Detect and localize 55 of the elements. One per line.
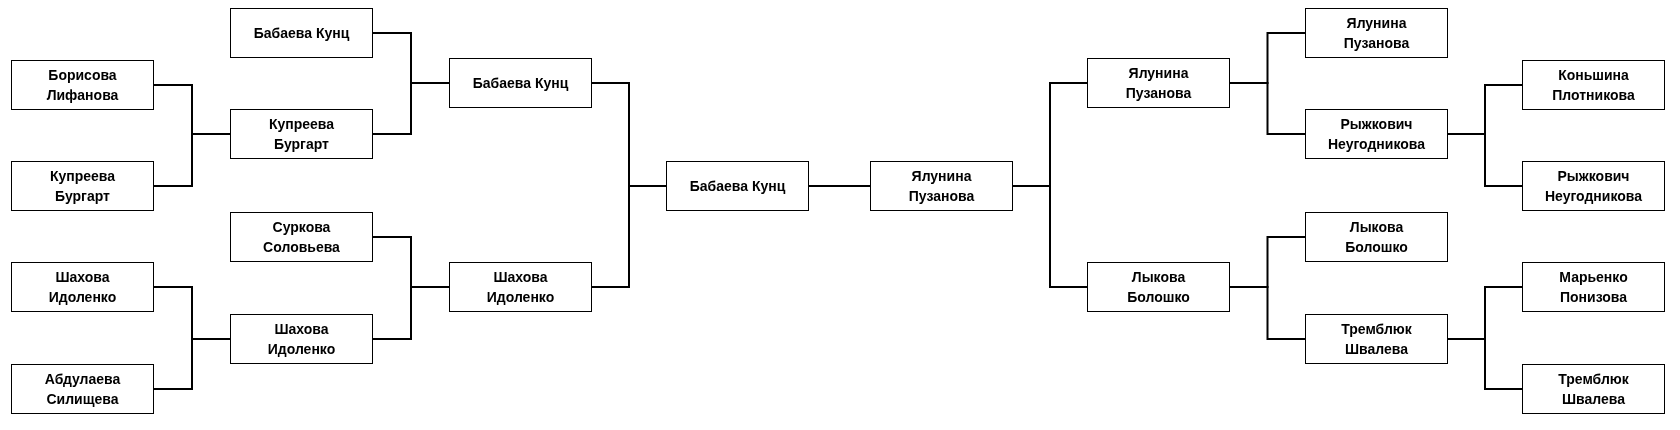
player-names: Абдулаева Силищева	[43, 369, 122, 409]
player-box	[1087, 262, 1230, 312]
player-names: Лыкова Болошко	[1344, 217, 1409, 257]
player-names: Марьенко Понизова	[1558, 267, 1629, 307]
player-box	[230, 109, 373, 159]
player-box	[1305, 109, 1448, 159]
bracket-line	[153, 338, 231, 390]
bracket-line	[591, 185, 667, 288]
player-names: Купреева Бургарт	[267, 114, 336, 154]
player-names: Ялунина Пузанова	[1124, 63, 1193, 103]
player-box	[449, 262, 592, 312]
player-names: Лыкова Болошко	[1126, 267, 1191, 307]
bracket-line	[153, 133, 231, 187]
player-names: Шахова Идоленко	[266, 319, 337, 359]
bracket-line	[1447, 338, 1523, 390]
player-box	[870, 161, 1013, 211]
player-box	[1522, 60, 1665, 110]
player-names: Рыжкович Неугодникова	[1326, 114, 1426, 154]
player-box	[230, 8, 373, 58]
player-names: Бабаева Кунц	[689, 176, 786, 196]
bracket-line	[372, 82, 450, 135]
player-names: Шахова Идоленко	[47, 267, 118, 307]
player-names: Ялунина Пузанова	[1342, 13, 1411, 53]
bracket-line	[372, 286, 450, 340]
player-names: Шахова Идоленко	[485, 267, 556, 307]
player-box	[1305, 212, 1448, 262]
player-box	[11, 161, 154, 211]
player-box	[1522, 364, 1665, 414]
bracket-line	[1229, 82, 1306, 135]
player-box	[11, 262, 154, 312]
player-box	[230, 314, 373, 364]
player-names: Борисова Лифанова	[45, 65, 120, 105]
bracket-line	[1012, 185, 1088, 288]
bracket-line	[808, 185, 871, 187]
player-box	[11, 364, 154, 414]
player-names: Бабаева Кунц	[253, 23, 350, 43]
player-names: Тремблюк Швалева	[1557, 369, 1630, 409]
player-names: Купреева Бургарт	[48, 166, 117, 206]
player-names: Суркова Соловьева	[262, 217, 341, 257]
player-box	[1522, 161, 1665, 211]
player-names: Бабаева Кунц	[472, 73, 569, 93]
player-names: Тремблюк Швалева	[1340, 319, 1413, 359]
bracket-line	[1229, 286, 1306, 340]
player-box	[449, 58, 592, 108]
player-box	[1305, 8, 1448, 58]
player-box	[666, 161, 809, 211]
player-names: Коньшина Плотникова	[1551, 65, 1636, 105]
player-box	[1305, 314, 1448, 364]
player-box	[1522, 262, 1665, 312]
player-names: Ялунина Пузанова	[907, 166, 976, 206]
player-box	[1087, 58, 1230, 108]
player-box	[230, 212, 373, 262]
player-names: Рыжкович Неугодникова	[1543, 166, 1643, 206]
bracket-line	[1447, 133, 1523, 187]
player-box	[11, 60, 154, 110]
